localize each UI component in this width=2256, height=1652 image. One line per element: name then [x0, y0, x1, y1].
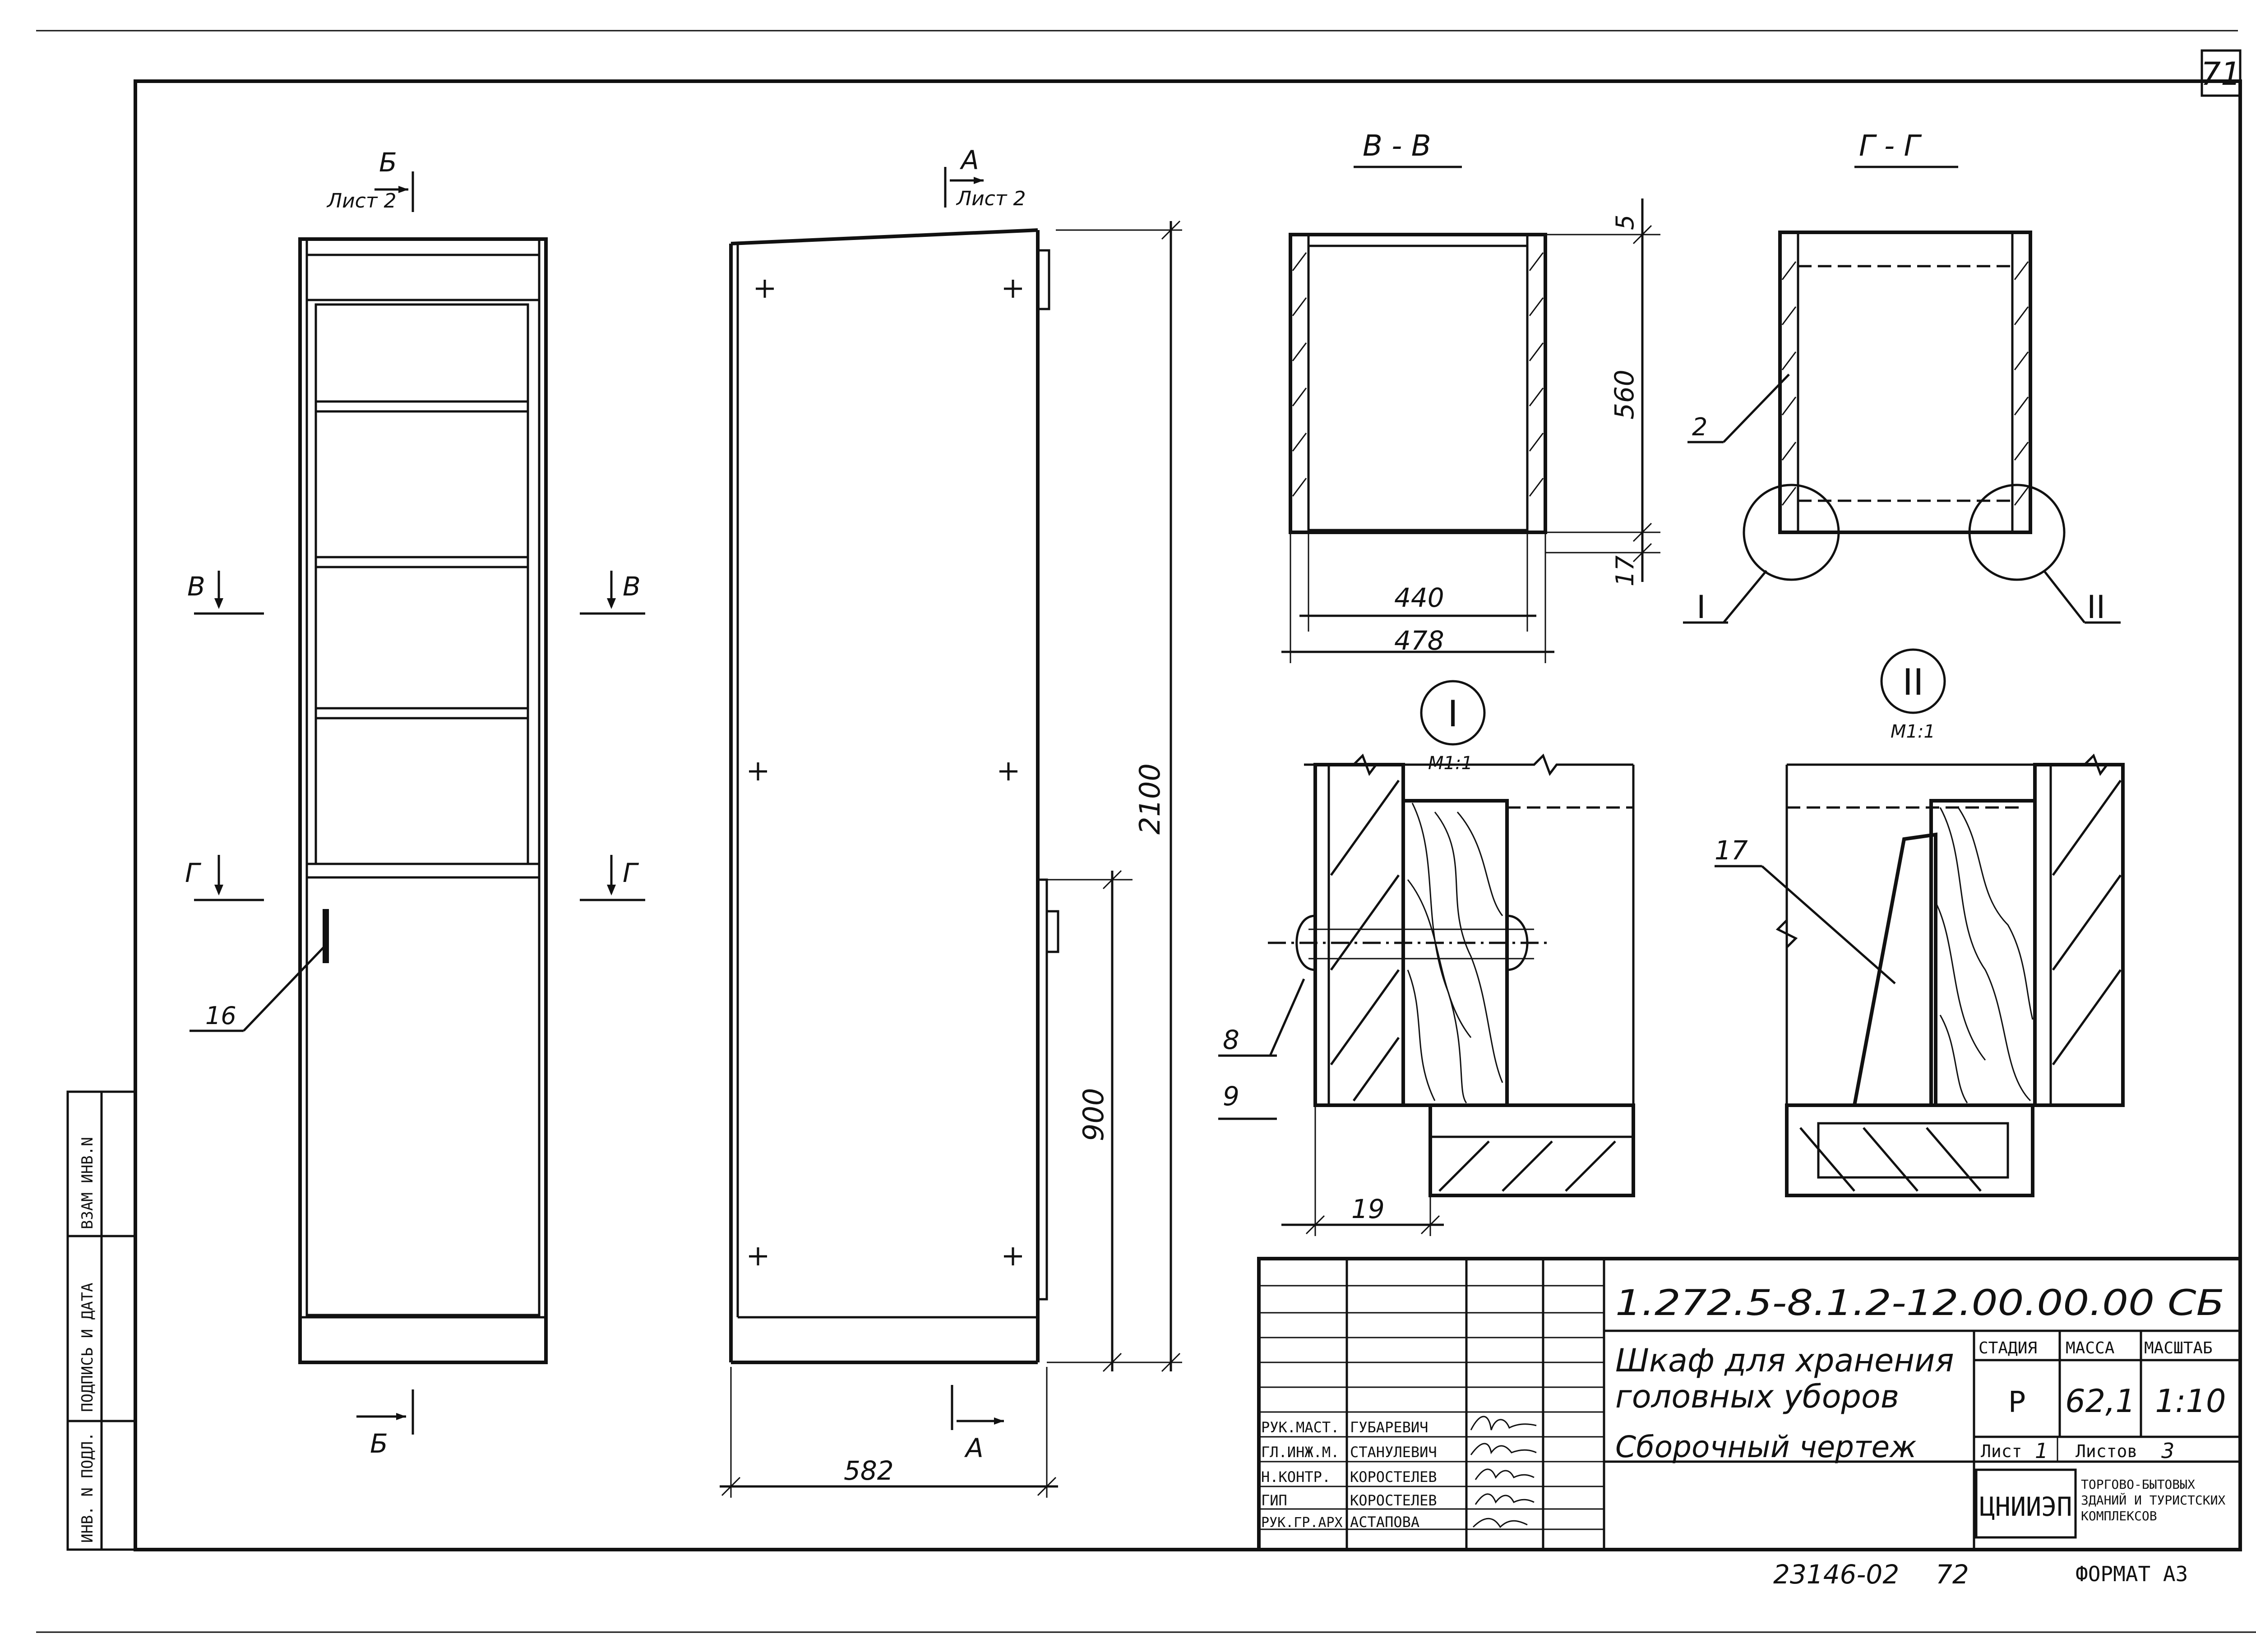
side-stamp-replace: ВЗАМ ИНВ.N [79, 1137, 97, 1229]
tb-name-1: ГУБАРЕВИЧ [1350, 1419, 1428, 1436]
tb-org-line3: КОМПЛЕКСОВ [2081, 1509, 2157, 1523]
front-cut-v-right: В [623, 571, 641, 602]
side-section-top-sheet: Лист 2 [956, 187, 1026, 210]
front-leader-16: 16 [205, 1001, 236, 1030]
detail-2: II М1:1 17 [1715, 648, 2125, 1197]
tb-mass-header: МАССА [2066, 1339, 2115, 1357]
format-label: ФОРМАТ А3 [2076, 1562, 2188, 1586]
front-view: Б Лист 2 16 В В Г [185, 147, 645, 1459]
side-stamp: ИНВ. N ПОДЛ. ПОДПИСЬ И ДАТА ВЗАМ ИНВ.N [66, 1090, 137, 1551]
detail-2-leader-17: 17 [1715, 835, 1748, 866]
section-gg-callout-2: II [2087, 589, 2105, 626]
section-gg: Г - Г 2 I II [1683, 129, 2121, 626]
tb-sheets-label: Листов [2076, 1441, 2137, 1461]
section-vv-dim-height: 560 [1609, 369, 1640, 420]
tb-stage: Р [2008, 1386, 2026, 1419]
section-gg-leader-2: 2 [1692, 413, 1707, 441]
section-vv-dim-top: 5 [1611, 215, 1639, 230]
tb-org-line1: ТОРГОВО-БЫТОВЫХ [2081, 1477, 2195, 1492]
tb-name-3: КОРОСТЕЛЕВ [1350, 1468, 1437, 1486]
tb-name-line1: Шкаф для хранения [1615, 1342, 1954, 1379]
front-door-handle [323, 909, 329, 963]
bottom-code: 23146-02 [1773, 1559, 1899, 1590]
section-vv-title: В - В [1363, 129, 1431, 163]
detail-1-scale: М1:1 [1428, 753, 1473, 774]
section-vv-dim-bottom: 17 [1611, 555, 1639, 586]
section-vv-dim-outer: 478 [1394, 625, 1444, 656]
tb-role-3: Н.КОНТР. [1261, 1468, 1331, 1486]
tb-mass: 62,1 [2065, 1383, 2136, 1420]
front-section-bottom-letter: Б [370, 1428, 388, 1459]
tb-role-1: РУК.МАСТ. [1261, 1419, 1339, 1436]
front-cut-v-left: В [187, 571, 205, 602]
front-section-top-sheet: Лист 2 [326, 189, 396, 212]
tb-role-4: ГИП [1261, 1492, 1287, 1509]
bottom-number: 72 [1936, 1559, 1969, 1590]
tb-scale-header: МАСШТАБ [2144, 1339, 2213, 1357]
title-block: 1.272.5-8.1.2-12.00.00.00 СБ Шкаф для хр… [1257, 1257, 2242, 1551]
tb-role-5: РУК.ГР.АРХ. [1261, 1515, 1351, 1531]
tb-sheet-label: Лист [1981, 1441, 2022, 1461]
side-stamp-sign: ПОДПИСЬ И ДАТА [79, 1283, 97, 1412]
side-section-bottom-letter: А [964, 1433, 984, 1463]
section-gg-title: Г - Г [1859, 129, 1922, 163]
section-gg-callout-1: I [1697, 589, 1706, 626]
tb-signatures [1470, 1416, 1537, 1528]
tb-sheets-value: 3 [2161, 1439, 2174, 1463]
tb-stage-header: СТАДИЯ [1979, 1339, 2037, 1357]
sheet-frame [36, 30, 2256, 1633]
detail-2-scale: М1:1 [1891, 721, 1935, 742]
detail-1-leader-9: 9 [1223, 1081, 1239, 1112]
detail-1-label: I [1447, 693, 1458, 735]
page-number: 71 [2201, 55, 2241, 92]
detail-2-label: II [1902, 661, 1923, 703]
front-section-top-letter: Б [379, 147, 397, 178]
detail-1: I М1:1 [1218, 680, 1635, 1236]
side-dim-height: 2100 [1133, 763, 1166, 835]
tb-doc-type: Сборочный чертеж [1615, 1430, 1917, 1464]
side-view: А Лист 2 2100 9 [720, 145, 1182, 1498]
side-dim-width: 582 [844, 1455, 894, 1486]
front-cut-g-left: Г [185, 858, 202, 888]
side-section-top-letter: А [959, 145, 979, 175]
front-cut-g-right: Г [623, 858, 639, 888]
tb-role-2: ГЛ.ИНЖ.М. [1261, 1444, 1339, 1461]
tb-name-line2: головных уборов [1615, 1378, 1899, 1415]
tb-org-logo: ЦНИИЭП [1980, 1491, 2072, 1522]
detail-1-leader-8: 8 [1223, 1024, 1239, 1055]
tb-sheet-value: 1 [2035, 1439, 2048, 1463]
tb-scale: 1:10 [2155, 1383, 2226, 1420]
tb-org-line2: ЗДАНИЙ И ТУРИСТСКИХ [2081, 1492, 2225, 1508]
detail-1-dim-19: 19 [1351, 1194, 1385, 1224]
tb-name-4: КОРОСТЕЛЕВ [1350, 1492, 1437, 1509]
side-hinge-marks [749, 280, 1022, 1265]
section-vv: В - В 5 560 17 440 478 [1281, 129, 1660, 663]
side-dim-door: 900 [1077, 1088, 1110, 1141]
tb-name-5: АСТАПОВА [1350, 1514, 1419, 1531]
side-stamp-inv: ИНВ. N ПОДЛ. [79, 1432, 97, 1543]
tb-designation: 1.272.5-8.1.2-12.00.00.00 СБ [1615, 1283, 2224, 1324]
tb-name-2: СТАНУЛЕВИЧ [1350, 1444, 1437, 1461]
section-vv-dim-inner: 440 [1394, 582, 1444, 613]
